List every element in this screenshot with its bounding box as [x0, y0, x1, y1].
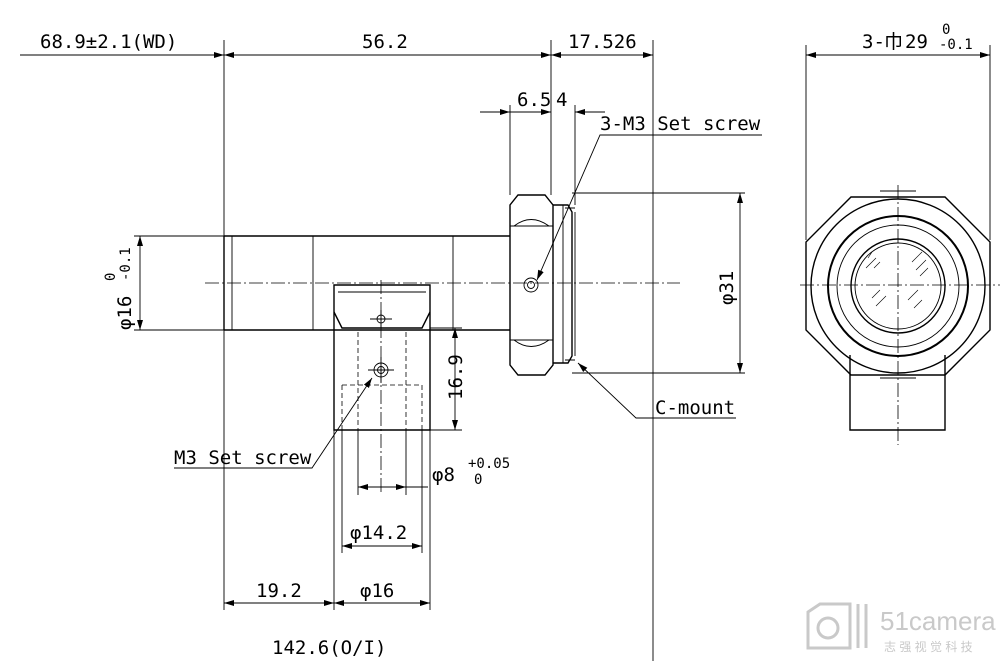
brand-name: 51camera [880, 606, 996, 636]
callout-m3-set-screw: M3 Set screw [174, 447, 312, 469]
side-view [205, 40, 680, 661]
height-16-9-label: 16.9 [445, 354, 467, 400]
length-17-label: 17.526 [568, 31, 637, 53]
dia-8-label: φ8 [432, 464, 455, 486]
dia-14-2-label: φ14.2 [350, 522, 407, 544]
brand-logo: 51camera 志 强 视 觉 科 技 [806, 602, 996, 654]
dia-8-tol-upper: +0.05 [468, 456, 510, 472]
total-length-label: 142.6(O/I) [272, 637, 386, 659]
front-view [800, 45, 1000, 445]
len-6-5-label: 6.5 [517, 89, 551, 111]
wd-label: 68.9±2.1(WD) [40, 31, 177, 53]
dia-16-tol-upper: 0 [103, 273, 119, 281]
dia-16-tol-lower: -0.1 [118, 247, 134, 281]
set-screw-nut [523, 277, 539, 293]
dia-16-side-label: φ16 [360, 580, 394, 602]
hex-tol-upper: 0 [942, 22, 950, 38]
dia-16-main-label: φ16 [114, 296, 136, 330]
dia-31-label: φ31 [716, 271, 738, 305]
hex-prefix-label: 3- [862, 31, 885, 53]
length-56-label: 56.2 [362, 31, 408, 53]
camera-logo-icon [806, 602, 868, 650]
dia-8-tol-lower: 0 [474, 472, 482, 488]
callout-c-mount: C-mount [655, 397, 735, 419]
callout-3-m3-set-screw: 3-M3 Set screw [600, 113, 761, 135]
len-4-label: 4 [556, 89, 567, 111]
hex-value-label: 29 [905, 31, 928, 53]
hex-tol-lower: -0.1 [939, 37, 973, 53]
hex-symbol: 巾 [884, 31, 903, 53]
labels: 68.9±2.1(WD) 56.2 17.526 6.5 4 3-M3 Set … [40, 22, 973, 659]
brand-tagline: 志 强 视 觉 科 技 [884, 639, 973, 654]
dimension-lines [20, 40, 762, 610]
len-19-2-label: 19.2 [256, 580, 302, 602]
